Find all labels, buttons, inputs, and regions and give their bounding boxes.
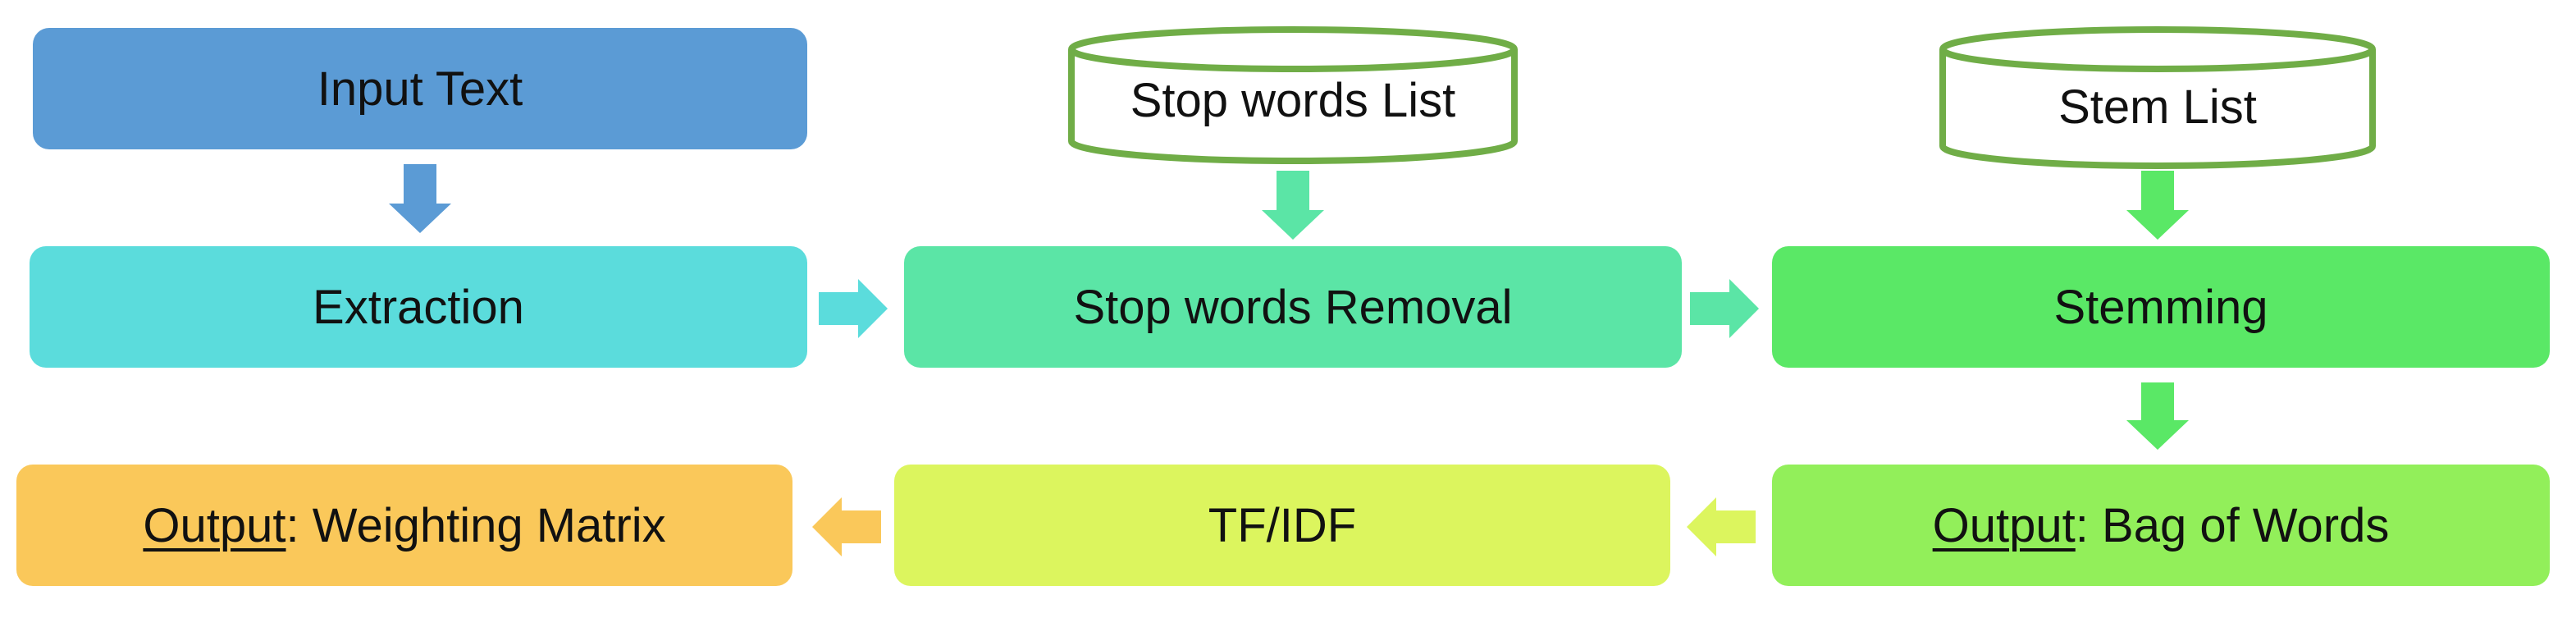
bag-of-words-box: Output: Bag of Words [1772, 465, 2550, 586]
weighting-matrix-output-prefix: Output [143, 498, 286, 552]
arrow-left-icon [1687, 497, 1756, 556]
weighting-matrix-box: Output: Weighting Matrix [16, 465, 792, 586]
stopwords-removal-label: Stop words Removal [1073, 280, 1513, 334]
arrow-down-icon [389, 164, 451, 233]
stopwords-list-label: Stop words List [1130, 73, 1456, 127]
stem-list-label-container: Stem List [1943, 74, 2373, 140]
stem-list-label: Stem List [2058, 80, 2257, 134]
stopwords-removal-box: Stop words Removal [904, 246, 1682, 368]
input-text-label: Input Text [317, 62, 523, 116]
arrow-down-icon [2126, 171, 2189, 240]
stemming-label: Stemming [2053, 280, 2268, 334]
arrow-right-icon [1690, 279, 1759, 338]
arrow-left-icon [812, 497, 881, 556]
tfidf-box: TF/IDF [894, 465, 1670, 586]
extraction-box: Extraction [30, 246, 807, 368]
stopwords-list-database-icon [1068, 26, 1518, 164]
extraction-label: Extraction [313, 280, 524, 334]
weighting-matrix-label: : Weighting Matrix [285, 498, 666, 552]
arrow-down-icon [2126, 382, 2189, 450]
stem-list-database-icon [1939, 26, 2376, 169]
input-text-box: Input Text [33, 28, 807, 149]
stemming-box: Stemming [1772, 246, 2550, 368]
bag-of-words-output-prefix: Output [1932, 498, 2076, 552]
arrow-right-icon [819, 279, 888, 338]
stopwords-list-label-container: Stop words List [1071, 67, 1514, 133]
arrow-down-icon [1262, 171, 1324, 240]
tfidf-label: TF/IDF [1208, 498, 1357, 552]
bag-of-words-label: : Bag of Words [2075, 498, 2390, 552]
